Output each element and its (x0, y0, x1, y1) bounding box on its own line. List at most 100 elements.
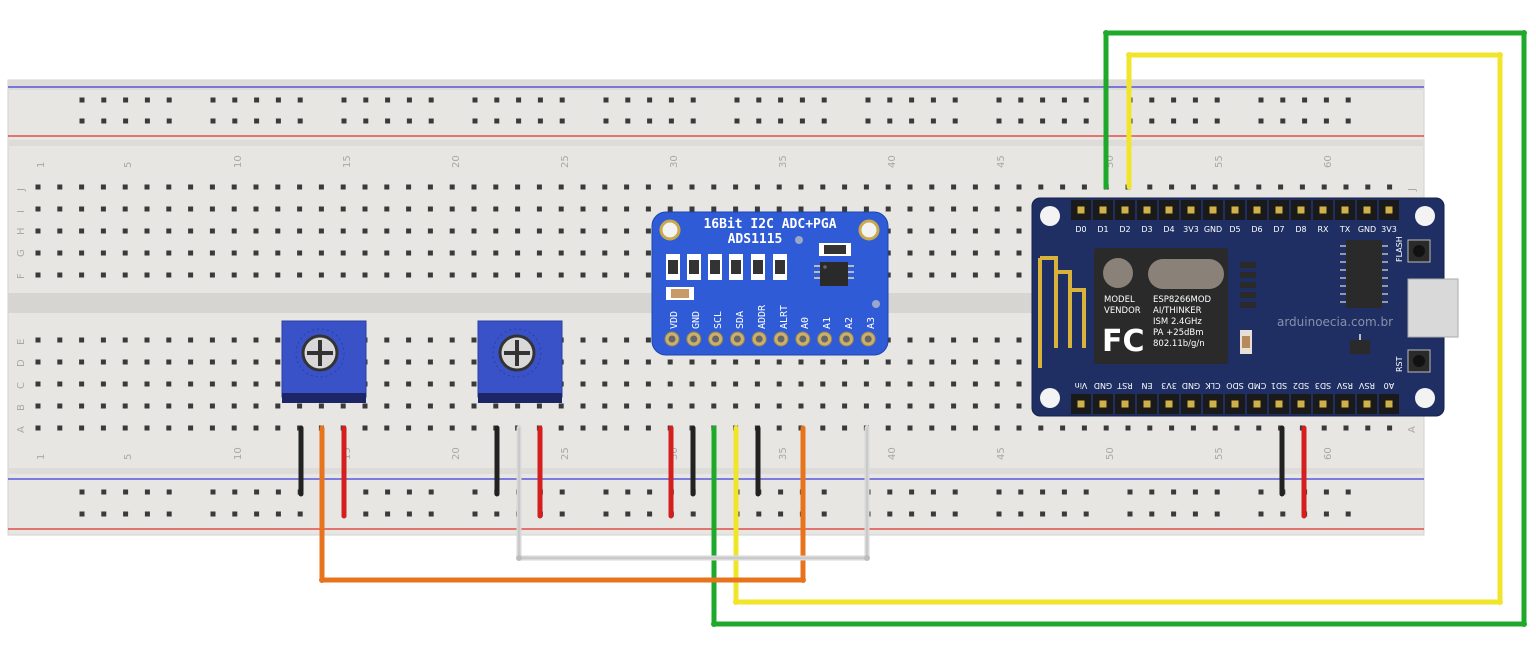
usb-chip-icon (1340, 240, 1388, 308)
breadboard-hole (624, 337, 630, 343)
breadboard-hole (79, 118, 85, 124)
breadboard-hole (1038, 425, 1044, 431)
pin-label: D0 (1075, 225, 1086, 234)
breadboard-hole (1323, 97, 1329, 103)
breadboard-hole (254, 97, 260, 103)
breadboard-hole (209, 272, 215, 278)
breadboard-hole (1147, 184, 1153, 190)
pin-label: CLK (1205, 381, 1221, 390)
breadboard-hole (798, 403, 804, 409)
breadboard-hole (232, 489, 238, 495)
column-number: 55 (1214, 155, 1225, 168)
breadboard-hole (57, 272, 63, 278)
breadboard-hole (253, 272, 259, 278)
breadboard-hole (996, 97, 1002, 103)
breadboard-hole (580, 337, 586, 343)
breadboard-hole (275, 228, 281, 234)
breadboard-hole (1258, 118, 1264, 124)
breadboard-hole (515, 403, 521, 409)
breadboard-hole (231, 359, 237, 365)
breadboard-hole (778, 511, 784, 517)
breadboard-hole (231, 337, 237, 343)
breadboard-hole (602, 359, 608, 365)
breadboard-hole (406, 228, 412, 234)
breadboard-hole (362, 228, 368, 234)
header-pin-tip (1121, 400, 1129, 408)
header-pin-tip (1297, 400, 1305, 408)
pin-label: D2 (1119, 225, 1130, 234)
breadboard-hole (275, 381, 281, 387)
fiducial (872, 300, 880, 308)
breadboard-hole (907, 381, 913, 387)
esp-top-pin-labels: D0 D1 D2 D3 D4 3V3 GND D5 D6 D7 D8 RX TX… (1075, 225, 1396, 234)
column-number: 25 (560, 155, 571, 168)
breadboard-hole (1190, 184, 1196, 190)
breadboard-hole (209, 206, 215, 212)
breadboard-hole (951, 381, 957, 387)
breadboard-hole (645, 228, 651, 234)
pin-label: D3 (1141, 225, 1152, 234)
breadboard-hole (1147, 425, 1153, 431)
breadboard-hole (318, 206, 324, 212)
breadboard-hole (624, 228, 630, 234)
breadboard-hole (1016, 425, 1022, 431)
antenna-icon (1038, 256, 1086, 368)
breadboard-hole (952, 511, 958, 517)
breadboard-hole (603, 489, 609, 495)
breadboard-hole (580, 272, 586, 278)
breadboard-hole (144, 337, 150, 343)
pin-label: ALRT (779, 305, 790, 329)
breadboard-hole (471, 184, 477, 190)
mounting-hole (659, 219, 681, 241)
breadboard-hole (406, 489, 412, 495)
breadboard-hole (384, 425, 390, 431)
breadboard-hole (1061, 118, 1067, 124)
breadboard-hole (406, 381, 412, 387)
breadboard-hole (515, 272, 521, 278)
breadboard-hole (123, 489, 129, 495)
column-number: 45 (996, 447, 1007, 460)
breadboard-hole (297, 511, 303, 517)
breadboard-hole (253, 206, 259, 212)
breadboard-hole (645, 359, 651, 365)
breadboard-hole (972, 359, 978, 365)
breadboard-hole (972, 272, 978, 278)
header-pin-tip (1385, 400, 1393, 408)
breadboard-hole (907, 184, 913, 190)
breadboard-hole (821, 511, 827, 517)
breadboard-hole (515, 184, 521, 190)
header-pin-tip (1319, 400, 1327, 408)
row-letter: G (16, 249, 27, 257)
breadboard-hole (842, 206, 848, 212)
row-letter: H (16, 227, 27, 235)
breadboard-hole (275, 250, 281, 256)
breadboard-hole (1016, 184, 1022, 190)
breadboard-hole (231, 206, 237, 212)
breadboard-hole (449, 381, 455, 387)
breadboard-hole (122, 381, 128, 387)
breadboard-hole (362, 403, 368, 409)
breadboard-hole (733, 403, 739, 409)
header-pin-tip (1231, 206, 1239, 214)
breadboard-hole (254, 118, 260, 124)
breadboard-hole (35, 359, 41, 365)
header-pin-tip (1363, 400, 1371, 408)
usb-port[interactable] (1407, 278, 1459, 338)
wire-orange (319, 425, 806, 583)
breadboard-hole (951, 359, 957, 365)
breadboard-hole (515, 228, 521, 234)
breadboard-hole (35, 403, 41, 409)
pin-hole (733, 335, 741, 343)
breadboard-hole (232, 511, 238, 517)
breadboard-hole (231, 381, 237, 387)
breadboard-hole (471, 403, 477, 409)
breadboard-hole (907, 403, 913, 409)
module-label: VENDOR (1104, 306, 1141, 316)
breadboard-hole (1234, 425, 1240, 431)
breadboard-hole (384, 184, 390, 190)
breadboard-hole (471, 359, 477, 365)
pin-hole (799, 335, 807, 343)
breadboard-hole (602, 381, 608, 387)
breadboard-hole (122, 403, 128, 409)
breadboard-hole (57, 250, 63, 256)
